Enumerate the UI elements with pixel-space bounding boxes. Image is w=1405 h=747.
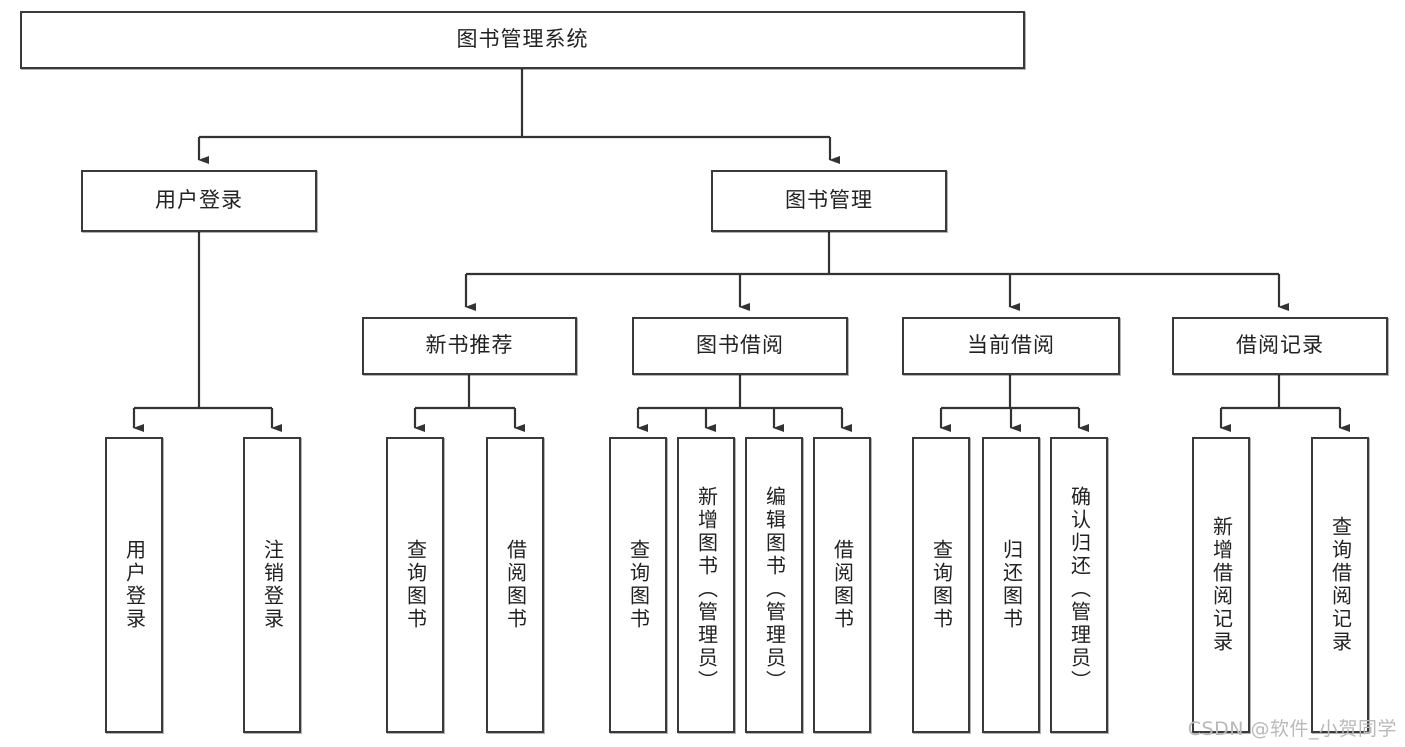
node-leaf-borrow-book-1[interactable]: 借阅图书 [486,437,544,733]
node-leaf-return-book-label: 归还图书 [999,539,1024,631]
node-leaf-edit-book-admin-label: 编辑图书（管理员） [762,485,787,693]
node-user-login-label: 用户登录 [155,188,243,213]
node-leaf-logout-login[interactable]: 注销登录 [243,437,301,733]
node-leaf-logout-login-label: 注销登录 [260,539,285,631]
node-book-borrow[interactable]: 图书借阅 [632,317,848,375]
node-current-borrow-label: 当前借阅 [967,333,1055,358]
node-leaf-borrow-book-2[interactable]: 借阅图书 [813,437,871,733]
node-leaf-add-book-admin[interactable]: 新增图书（管理员） [677,437,735,733]
node-leaf-borrow-book-1-label: 借阅图书 [503,539,528,631]
node-leaf-query-borrow-record[interactable]: 查询借阅记录 [1311,437,1369,733]
node-user-login[interactable]: 用户登录 [81,170,317,232]
node-borrow-record[interactable]: 借阅记录 [1172,317,1388,375]
node-book-manage-label: 图书管理 [785,188,873,213]
node-leaf-edit-book-admin[interactable]: 编辑图书（管理员） [745,437,803,733]
node-leaf-borrow-book-2-label: 借阅图书 [830,539,855,631]
node-book-borrow-label: 图书借阅 [696,333,784,358]
node-borrow-record-label: 借阅记录 [1236,333,1324,358]
node-leaf-confirm-return-admin[interactable]: 确认归还（管理员） [1050,437,1108,733]
node-leaf-add-borrow-record-label: 新增借阅记录 [1209,516,1234,654]
node-leaf-user-login[interactable]: 用户登录 [105,437,163,733]
node-leaf-query-book-1-label: 查询图书 [403,539,428,631]
node-leaf-query-book-3-label: 查询图书 [929,539,954,631]
node-leaf-user-login-label: 用户登录 [122,539,147,631]
node-leaf-add-book-admin-label: 新增图书（管理员） [694,485,719,693]
node-leaf-confirm-return-admin-label: 确认归还（管理员） [1067,485,1092,693]
watermark-text: CSDN @软件_小贺同学 [1187,718,1397,740]
node-leaf-query-book-3[interactable]: 查询图书 [912,437,970,733]
node-current-borrow[interactable]: 当前借阅 [902,317,1120,375]
node-leaf-query-borrow-record-label: 查询借阅记录 [1328,516,1353,654]
node-book-manage[interactable]: 图书管理 [711,170,947,232]
node-leaf-query-book-2[interactable]: 查询图书 [609,437,667,733]
node-root-label: 图书管理系统 [456,27,589,52]
node-leaf-query-book-1[interactable]: 查询图书 [386,437,444,733]
node-leaf-return-book[interactable]: 归还图书 [982,437,1040,733]
node-new-book-rec[interactable]: 新书推荐 [362,317,577,375]
node-root[interactable]: 图书管理系统 [20,11,1025,69]
node-leaf-query-book-2-label: 查询图书 [626,539,651,631]
node-leaf-add-borrow-record[interactable]: 新增借阅记录 [1192,437,1250,733]
node-new-book-rec-label: 新书推荐 [425,333,514,358]
